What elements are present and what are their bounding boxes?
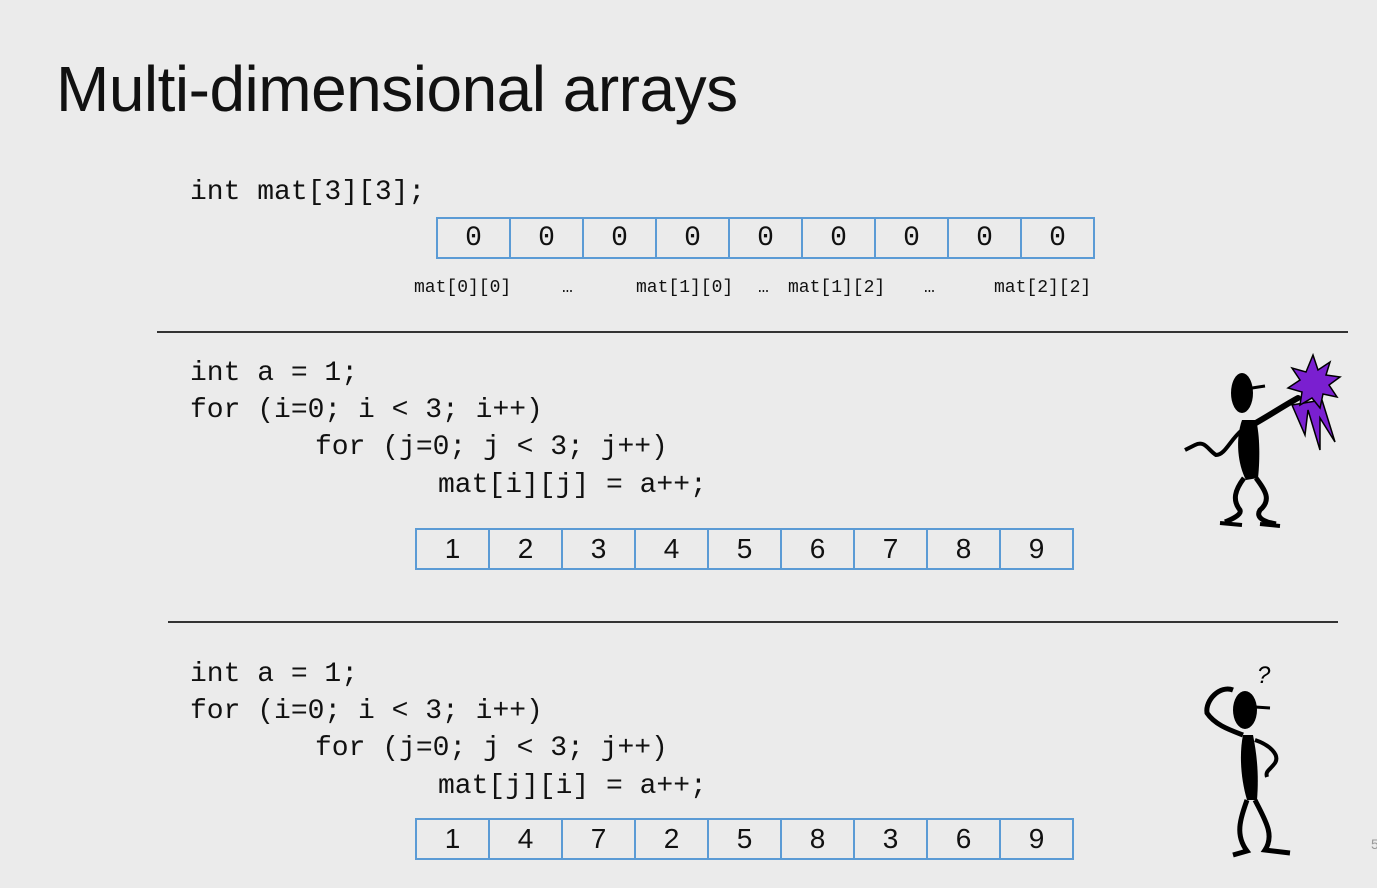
divider	[157, 331, 1348, 333]
array-cell: 0	[1049, 222, 1066, 254]
array-cell: 7	[563, 820, 636, 858]
code-line: for (j=0; j < 3; j++)	[315, 432, 668, 463]
ellipsis-label: …	[758, 278, 769, 298]
memory-row-zeros: 0 0 0 0 0 0 0 0 0	[436, 217, 1095, 259]
svg-text:?: ?	[1257, 662, 1271, 689]
array-cell: 0	[876, 219, 949, 257]
memory-row-column-major: 1 4 7 2 5 8 3 6 9	[415, 818, 1074, 860]
array-cell: 1	[417, 530, 490, 568]
code-line: for (i=0; i < 3; i++)	[190, 696, 543, 727]
ellipsis-label: …	[562, 278, 573, 298]
confused-stick-figure-icon: ?	[1204, 662, 1291, 858]
memory-row-row-major: 1 2 3 4 5 6 7 8 9	[415, 528, 1074, 570]
array-cell: 1	[417, 820, 490, 858]
array-cell: 8	[928, 530, 1001, 568]
array-cell: 0	[584, 219, 657, 257]
array-cell: 0	[511, 219, 584, 257]
index-label: mat[1][0]	[636, 278, 734, 298]
divider	[168, 621, 1338, 623]
ellipsis-label: …	[924, 278, 935, 298]
slide-title: Multi-dimensional arrays	[56, 53, 738, 125]
array-cell: 8	[782, 820, 855, 858]
array-cell: 3	[563, 530, 636, 568]
index-label: mat[0][0]	[414, 278, 512, 298]
array-cell: 4	[490, 820, 563, 858]
array-cell: 0	[438, 219, 511, 257]
code-line: mat[j][i] = a++;	[438, 771, 707, 802]
code-line: for (i=0; i < 3; i++)	[190, 395, 543, 426]
array-cell: 7	[855, 530, 928, 568]
slide-number: 5	[1371, 836, 1377, 852]
code-line: mat[i][j] = a++;	[438, 470, 707, 501]
array-cell: 9	[1028, 823, 1045, 854]
array-cell: 3	[855, 820, 928, 858]
array-cell: 5	[709, 820, 782, 858]
array-cell: 9	[1028, 533, 1045, 564]
array-cell: 2	[490, 530, 563, 568]
array-cell: 2	[636, 820, 709, 858]
code-line: int a = 1;	[190, 358, 359, 389]
array-cell: 0	[730, 219, 803, 257]
declaration-code: int mat[3][3];	[190, 177, 426, 208]
index-label: mat[1][2]	[788, 278, 886, 298]
array-cell: 0	[803, 219, 876, 257]
code-line: int a = 1;	[190, 659, 359, 690]
code-line: for (j=0; j < 3; j++)	[315, 733, 668, 764]
array-cell: 6	[928, 820, 1001, 858]
array-cell: 0	[949, 219, 1022, 257]
index-label: mat[2][2]	[994, 278, 1092, 298]
stick-figure-ribbon-icon	[1184, 352, 1342, 528]
array-cell: 0	[657, 219, 730, 257]
array-cell: 5	[709, 530, 782, 568]
array-cell: 6	[782, 530, 855, 568]
array-cell: 4	[636, 530, 709, 568]
